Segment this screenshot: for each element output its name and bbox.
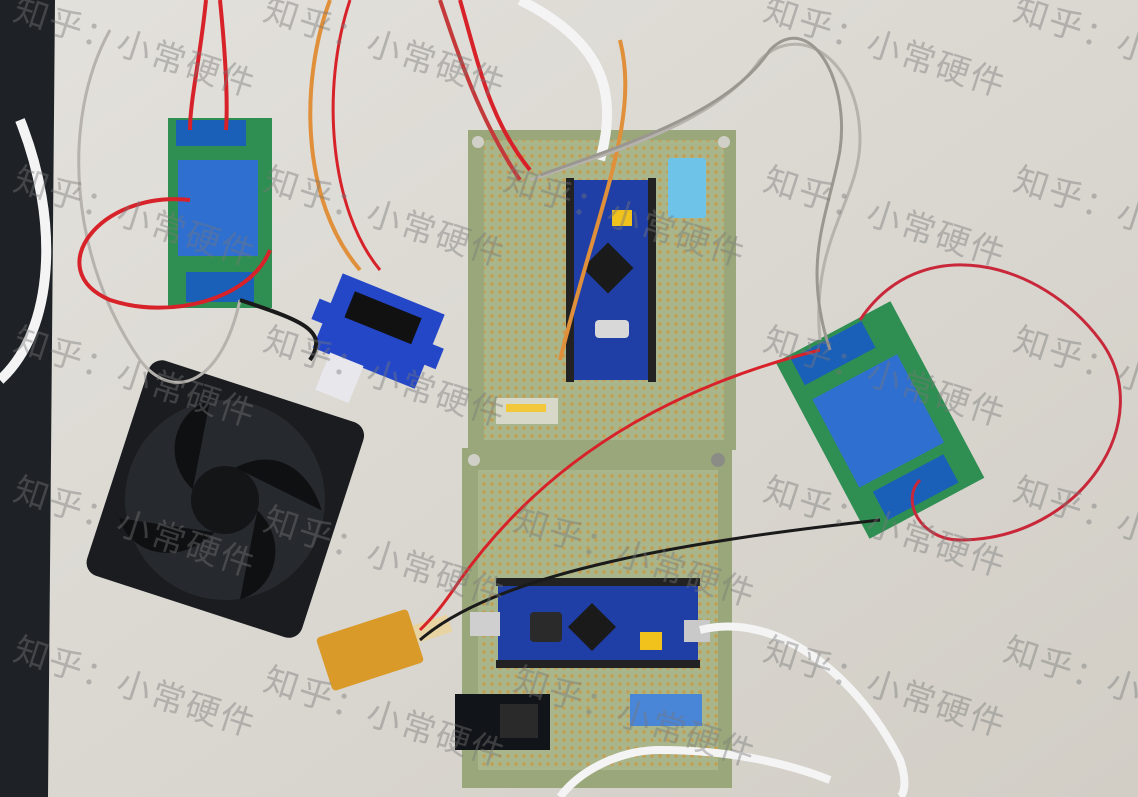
cooling-fan xyxy=(86,360,365,638)
relay-left xyxy=(168,118,272,308)
dark-left-edge xyxy=(0,0,55,797)
white-cable-left xyxy=(0,118,52,384)
humidity-sensor xyxy=(668,158,706,218)
servo-motor xyxy=(311,273,445,404)
wires xyxy=(77,0,1122,797)
blue-module xyxy=(630,694,702,726)
wifi-module xyxy=(455,694,550,750)
